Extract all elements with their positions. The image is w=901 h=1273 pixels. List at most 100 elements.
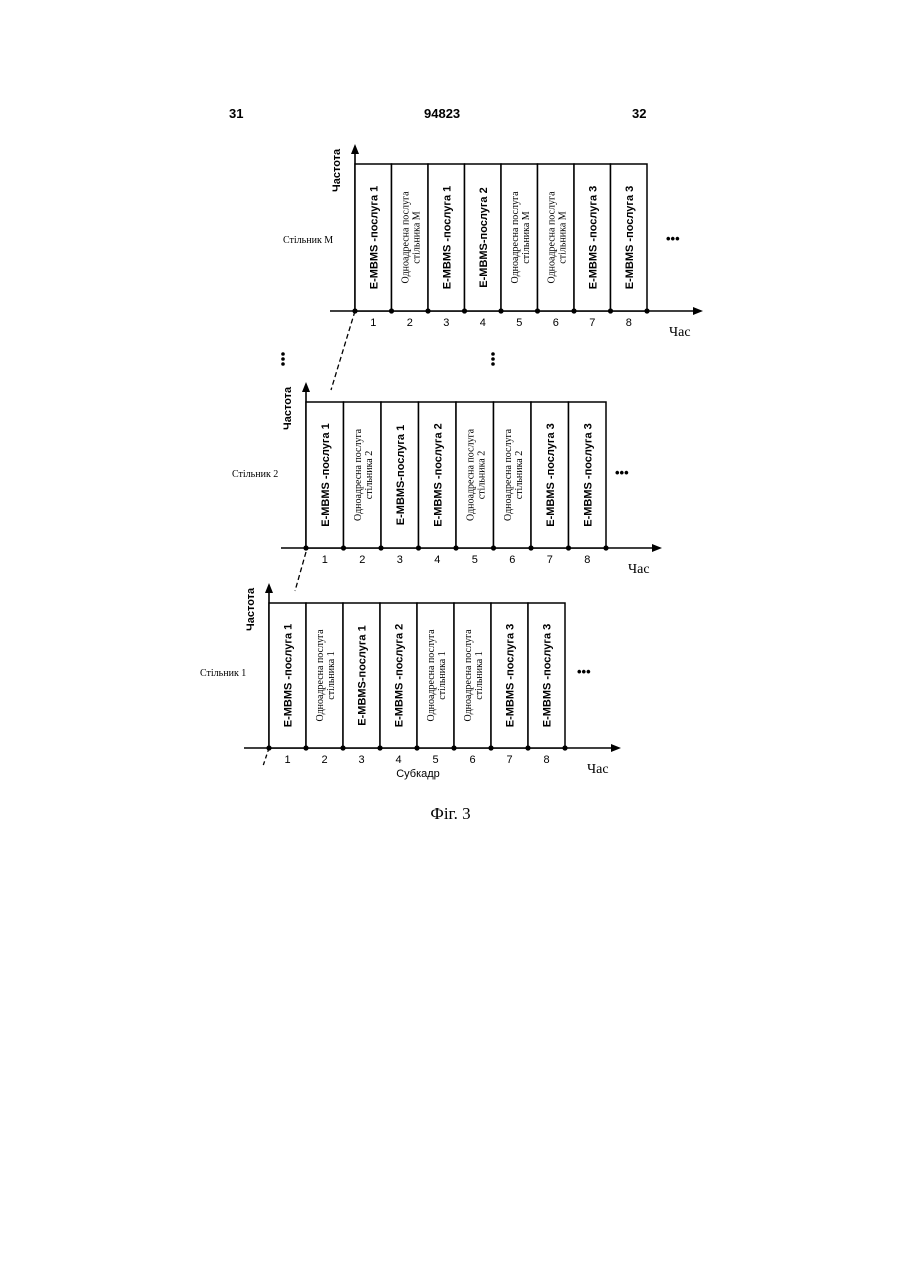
row-ellipsis-dot <box>491 362 495 366</box>
subframe-number: 1 <box>322 554 328 566</box>
subframe-boundary-dot <box>303 545 308 550</box>
subframe-block-label: E-MBMS-послуга 1 <box>395 425 407 525</box>
row-ellipsis-dot <box>491 357 495 361</box>
continuation-dots: ••• <box>577 664 591 679</box>
subframe-number: 2 <box>321 754 327 766</box>
subframe-boundary-dot <box>341 545 346 550</box>
subframe-number: 8 <box>543 754 549 766</box>
subframe-block-label: стільника 1 <box>437 651 448 700</box>
subframe-boundary-dot <box>451 745 456 750</box>
subframe-boundary-dot <box>491 545 496 550</box>
row-ellipsis-dot <box>281 362 285 366</box>
row-ellipsis-dot <box>491 352 495 356</box>
subframe-block-label: E-MBMS -послуга 3 <box>582 423 594 527</box>
subframe-number: 5 <box>516 317 522 329</box>
frequency-axis-arrow-icon <box>302 382 310 392</box>
subframe-block-label: Одноадресна послуга <box>463 629 474 722</box>
subframe-number: 4 <box>480 317 486 329</box>
continuation-dots: ••• <box>666 231 680 246</box>
cell-name-label: Стільник 1 <box>200 668 246 679</box>
subframe-number: 7 <box>547 554 553 566</box>
subframe-block-label: стільника 2 <box>514 451 525 500</box>
subframe-number: 7 <box>589 317 595 329</box>
row-ellipsis-dot <box>281 357 285 361</box>
subframe-block-label: E-MBMS -послуга 3 <box>624 186 636 290</box>
subframe-axis-label: Субкадр <box>396 768 440 780</box>
figure-caption: Фіг. 3 <box>0 804 901 824</box>
subframe-block-label: стільника 1 <box>326 651 337 700</box>
subframe-number: 3 <box>397 554 403 566</box>
time-axis-label: Час <box>669 325 691 340</box>
subframe-boundary-dot <box>414 745 419 750</box>
subframe-boundary-dot <box>644 308 649 313</box>
subframe-boundary-dot <box>566 545 571 550</box>
subframe-number: 5 <box>432 754 438 766</box>
subframe-number: 8 <box>626 317 632 329</box>
subframe-boundary-dot <box>453 545 458 550</box>
subframe-boundary-dot <box>608 308 613 313</box>
subframe-number: 8 <box>584 554 590 566</box>
subframe-boundary-dot <box>377 745 382 750</box>
subframe-block-label: E-MBMS-послуга 1 <box>357 625 369 725</box>
subframe-boundary-dot <box>416 545 421 550</box>
time-axis-arrow-icon <box>652 544 662 552</box>
subframe-block-label: E-MBMS -послуга 3 <box>587 186 599 290</box>
timing-offset-line <box>331 311 355 390</box>
subframe-number: 4 <box>434 554 440 566</box>
frequency-axis-label: Частота <box>245 587 257 631</box>
continuation-dots: ••• <box>615 465 629 480</box>
subframe-block-label: стільника 2 <box>364 451 375 500</box>
subframe-block-label: E-MBMS -послуга 2 <box>394 624 406 728</box>
subframe-block-label: Одноадресна послуга <box>400 191 411 284</box>
subframe-block-label: Одноадресна послуга <box>315 629 326 722</box>
subframe-block-label: Одноадресна послуга <box>510 191 521 284</box>
subframe-block-label: E-MBMS -послуга 1 <box>441 186 453 290</box>
subframe-number: 1 <box>370 317 376 329</box>
subframe-number: 6 <box>509 554 515 566</box>
frequency-axis-label: Частота <box>331 148 343 192</box>
subframe-block-label: E-MBMS -послуга 3 <box>545 423 557 527</box>
subframe-block-label: E-MBMS -послуга 1 <box>283 624 295 728</box>
row-ellipsis-dot <box>281 352 285 356</box>
subframe-block-label: E-MBMS-послуга 2 <box>478 187 490 287</box>
subframe-number: 7 <box>506 754 512 766</box>
subframe-block-label: Одноадресна послуга <box>426 629 437 722</box>
subframe-block-label: Одноадресна послуга <box>503 428 514 521</box>
subframe-boundary-dot <box>425 308 430 313</box>
subframe-block-label: стільника 2 <box>476 451 487 500</box>
subframe-block-label: Одноадресна послуга <box>465 428 476 521</box>
subframe-number: 6 <box>469 754 475 766</box>
subframe-boundary-dot <box>571 308 576 313</box>
time-axis-arrow-icon <box>693 307 703 315</box>
subframe-block-label: Одноадресна послуга <box>546 191 557 284</box>
subframe-boundary-dot <box>498 308 503 313</box>
subframe-boundary-dot <box>378 545 383 550</box>
subframe-boundary-dot <box>488 745 493 750</box>
subframe-block-label: стільника 1 <box>474 651 485 700</box>
subframe-boundary-dot <box>340 745 345 750</box>
subframe-block-label: E-MBMS -послуга 3 <box>542 624 554 728</box>
timing-offset-line <box>295 552 306 591</box>
subframe-block-label: Одноадресна послуга <box>353 428 364 521</box>
subframe-number: 6 <box>553 317 559 329</box>
time-axis-label: Час <box>587 762 609 777</box>
time-axis-label: Час <box>628 562 650 577</box>
frequency-axis-arrow-icon <box>265 583 273 593</box>
subframe-block-label: E-MBMS -послуга 3 <box>505 624 517 728</box>
subframe-boundary-dot <box>303 745 308 750</box>
subframe-block-label: стільника М <box>521 211 532 263</box>
subframe-block-label: E-MBMS -послуга 1 <box>368 186 380 290</box>
subframe-boundary-dot <box>535 308 540 313</box>
timing-offset-line <box>263 748 269 766</box>
cell-name-label: Стільник 2 <box>232 469 278 480</box>
subframe-boundary-dot <box>389 308 394 313</box>
subframe-boundary-dot <box>528 545 533 550</box>
subframe-number: 5 <box>472 554 478 566</box>
frequency-axis-label: Частота <box>282 386 294 430</box>
time-axis-arrow-icon <box>611 744 621 752</box>
subframe-number: 3 <box>443 317 449 329</box>
subframe-boundary-dot <box>462 308 467 313</box>
subframe-number: 2 <box>359 554 365 566</box>
subframe-boundary-dot <box>603 545 608 550</box>
